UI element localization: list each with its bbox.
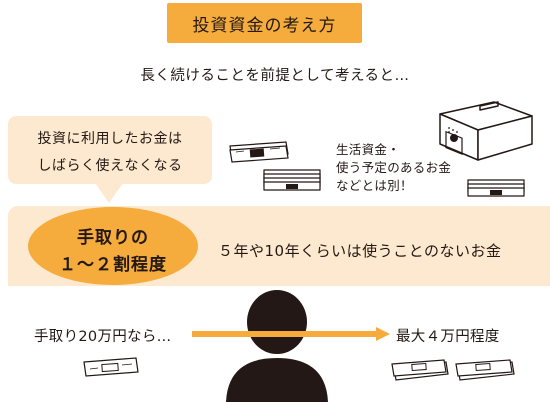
side-note-line-2: 使う予定のあるお金 (336, 160, 452, 175)
page-title-text: 投資資金の考え方 (192, 15, 337, 36)
highlight-line-2: １～２割程度 (59, 255, 167, 275)
highlight-ellipse (28, 207, 198, 285)
speech-bubble-tail (95, 183, 123, 203)
banknote-icon (467, 179, 525, 197)
side-note-line-3: などとは別！ (336, 178, 413, 193)
banknote-icon (229, 141, 289, 163)
banknote-icon (455, 359, 515, 381)
cash-box-icon (439, 101, 533, 161)
panel-text: ５年や10年くらいは使うことのないお金 (218, 242, 502, 260)
page-title: 投資資金の考え方 (167, 3, 362, 43)
subtitle: 長く続けることを前提として考えると… (140, 68, 410, 84)
highlight-line-1: 手取りの (77, 228, 149, 248)
bubble-line-1: 投資に利用したお金は (37, 131, 183, 147)
example-right-text: 最大４万円程度 (396, 329, 500, 345)
banknote-icon (263, 169, 321, 191)
side-note-line-1: 生活資金・ (336, 142, 401, 157)
example-left-text: 手取り20万円なら… (34, 329, 172, 345)
arrow-right-icon (192, 327, 390, 341)
bubble-line-2: しばらく使えなくなる (37, 158, 183, 174)
person-silhouette-icon (226, 290, 328, 402)
speech-bubble (8, 116, 212, 184)
banknote-icon (83, 357, 139, 377)
banknote-icon (391, 359, 449, 381)
